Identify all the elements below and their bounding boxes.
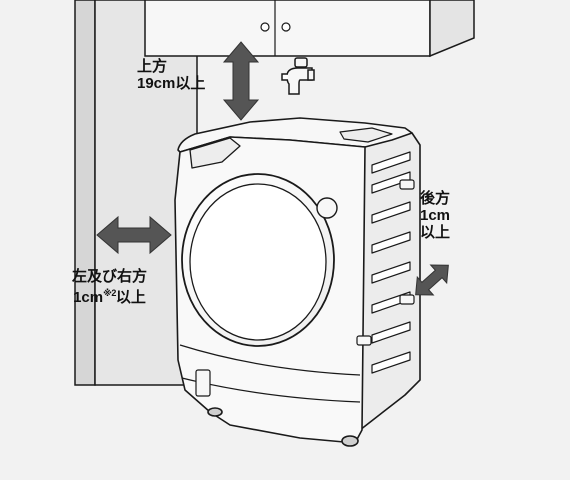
washing-machine [174,117,421,447]
back-clearance-title: 後方 [420,190,451,207]
top-clearance-label: 上方 19cm以上 [137,58,205,92]
side-clearance-number: 1cm [73,289,104,306]
back-clearance-suffix: 以上 [420,224,451,241]
back-clearance-label: 後方 1cm 以上 [420,190,450,241]
side-clearance-value: 1cm※2以上 [72,285,147,306]
top-clearance-title: 上方 [137,58,168,75]
water-faucet-icon [281,57,315,95]
side-clearance-title: 左及び右方 [72,268,148,285]
footnote-marker: ※2 [103,288,116,298]
back-clearance-value: 1cm [420,207,451,224]
top-clearance-value: 19cm以上 [137,75,206,92]
back-clearance-arrow [415,264,449,296]
side-clearance-label: 左及び右方 1cm※2以上 [72,268,147,306]
top-clearance-arrow [222,41,260,121]
washer-button [316,197,338,219]
filter-door [195,369,211,397]
upper-cabinet [144,0,475,58]
side-clearance-arrow [96,215,172,255]
left-wall [74,0,198,386]
cabinet-knob-right [281,22,291,32]
cabinet-knob-left [260,22,270,32]
side-clearance-suffix: 以上 [115,289,146,306]
